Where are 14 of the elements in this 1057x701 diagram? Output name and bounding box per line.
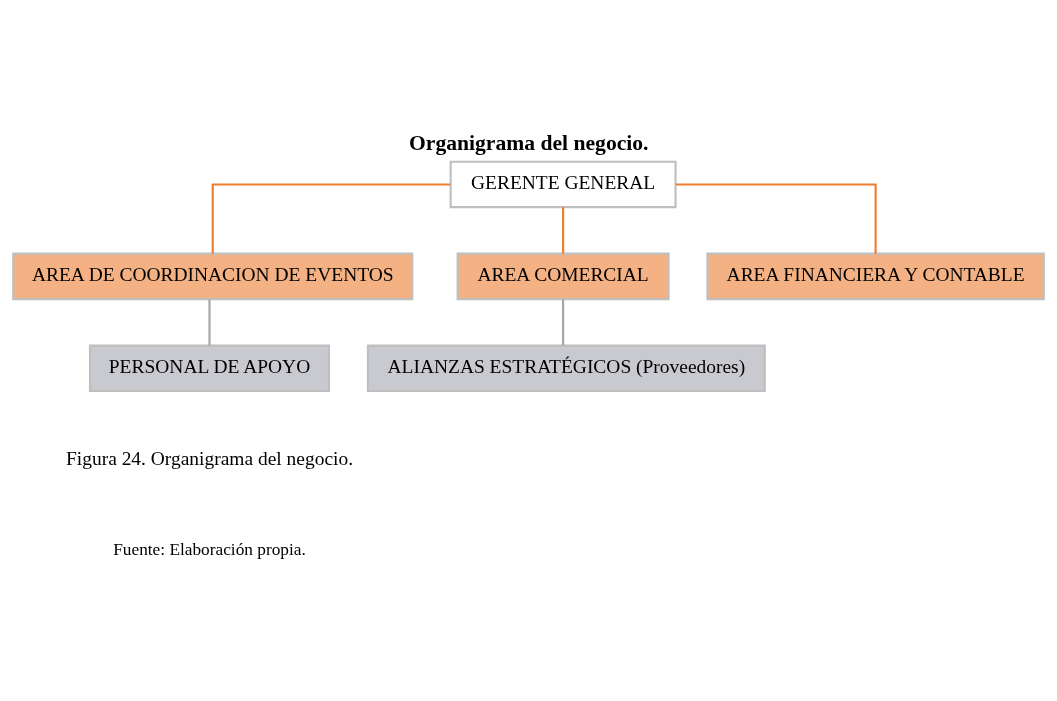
connector (211, 182, 451, 254)
node-box: AREA FINANCIERA Y CONTABLE (706, 252, 1045, 300)
node-box: PERSONAL DE APOYO (88, 344, 331, 392)
connector (562, 298, 565, 346)
caption: Figura 24. Organigrama del negocio. (65, 447, 354, 469)
node-box: AREA DE COORDINACION DE EVENTOS (12, 252, 414, 300)
node-box: GERENTE GENERAL (449, 160, 677, 208)
node-box: AREA COMERCIAL (456, 252, 670, 300)
connector (208, 298, 211, 346)
connector (675, 182, 877, 254)
node-box: ALIANZAS ESTRATÉGICOS (Proveedores) (366, 344, 766, 392)
connector (562, 206, 565, 254)
label: Fuente: Elaboración propia. (113, 539, 306, 559)
diagram-title: Organigrama del negocio. (409, 130, 649, 155)
